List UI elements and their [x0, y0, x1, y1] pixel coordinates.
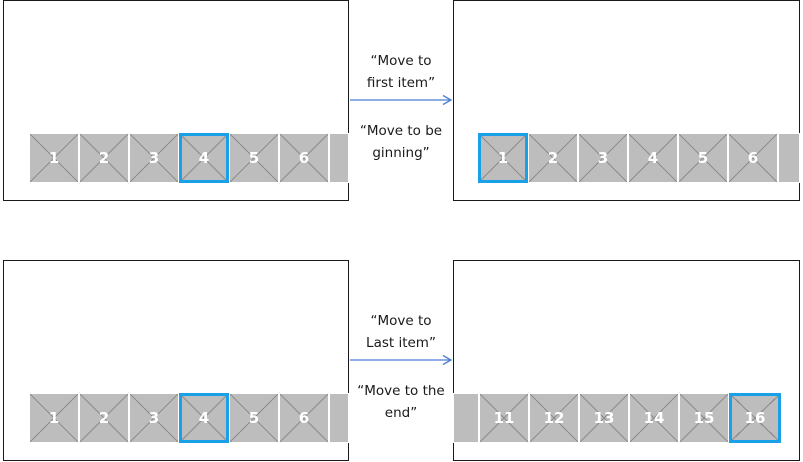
tile-label: 1: [48, 149, 60, 167]
tile-label: 5: [248, 149, 260, 167]
tile-label: 3: [148, 409, 160, 427]
tile-label: 1: [48, 409, 60, 427]
carousel-tile-partial: [778, 133, 800, 183]
carousel-tile[interactable]: 3: [129, 393, 179, 443]
carousel-tile[interactable]: 2: [79, 133, 129, 183]
carousel-tile[interactable]: 6: [728, 133, 778, 183]
tile-label: 5: [248, 409, 260, 427]
transition-caption-primary: “Move to Last item”: [366, 313, 436, 351]
tile-label: 4: [198, 409, 210, 427]
tile-label: 4: [647, 149, 659, 167]
tile-label: 6: [298, 149, 310, 167]
tile-label: 6: [298, 409, 310, 427]
tile-label: 16: [744, 409, 766, 427]
carousel-tile[interactable]: 15: [679, 393, 729, 443]
tile-label: 3: [597, 149, 609, 167]
tile-label: 12: [543, 409, 565, 427]
carousel-tile[interactable]: 6: [279, 393, 329, 443]
tile-label: 5: [697, 149, 709, 167]
carousel-tile-partial: [329, 393, 349, 443]
carousel-tile-selected[interactable]: 1: [478, 133, 528, 183]
tile-label: 2: [98, 409, 110, 427]
carousel-tile-partial: [453, 393, 479, 443]
tile-label: 6: [747, 149, 759, 167]
carousel-before-bottom: 1 2 3 4 5 6: [29, 393, 349, 443]
carousel-tile-partial: [329, 133, 349, 183]
carousel-tile[interactable]: 2: [528, 133, 578, 183]
carousel-tile[interactable]: 14: [629, 393, 679, 443]
carousel-tile-selected[interactable]: 16: [729, 393, 781, 443]
right-arrow-icon: [350, 354, 453, 366]
transition-caption-secondary: “Move to be ginning”: [359, 123, 443, 161]
tile-label: 3: [148, 149, 160, 167]
tile-label: 15: [693, 409, 715, 427]
tile-label: 1: [497, 149, 509, 167]
carousel-tile[interactable]: 6: [279, 133, 329, 183]
carousel-tile[interactable]: 3: [129, 133, 179, 183]
right-arrow-icon: [350, 94, 453, 106]
tile-label: 4: [198, 149, 210, 167]
carousel-before-top: 1 2 3 4 5 6: [29, 133, 349, 183]
carousel-tile[interactable]: 5: [229, 133, 279, 183]
transition-caption-primary: “Move to first item”: [366, 53, 436, 91]
tile-label: 2: [547, 149, 559, 167]
tile-label: 11: [493, 409, 515, 427]
carousel-after-bottom: 11 12 13 14 15 16: [453, 393, 781, 443]
carousel-tile[interactable]: 1: [29, 393, 79, 443]
carousel-tile[interactable]: 4: [628, 133, 678, 183]
carousel-tile[interactable]: 13: [579, 393, 629, 443]
carousel-tile[interactable]: 12: [529, 393, 579, 443]
carousel-tile[interactable]: 2: [79, 393, 129, 443]
tile-label: 14: [643, 409, 665, 427]
carousel-tile[interactable]: 5: [229, 393, 279, 443]
carousel-tile[interactable]: 5: [678, 133, 728, 183]
carousel-after-top: 1 2 3 4 5 6: [478, 133, 800, 183]
carousel-tile[interactable]: 11: [479, 393, 529, 443]
tile-label: 2: [98, 149, 110, 167]
carousel-tile[interactable]: 3: [578, 133, 628, 183]
tile-label: 13: [593, 409, 615, 427]
carousel-tile[interactable]: 1: [29, 133, 79, 183]
transition-caption-secondary: “Move to the end”: [357, 383, 445, 421]
carousel-tile-selected[interactable]: 4: [179, 133, 229, 183]
carousel-tile-selected[interactable]: 4: [179, 393, 229, 443]
